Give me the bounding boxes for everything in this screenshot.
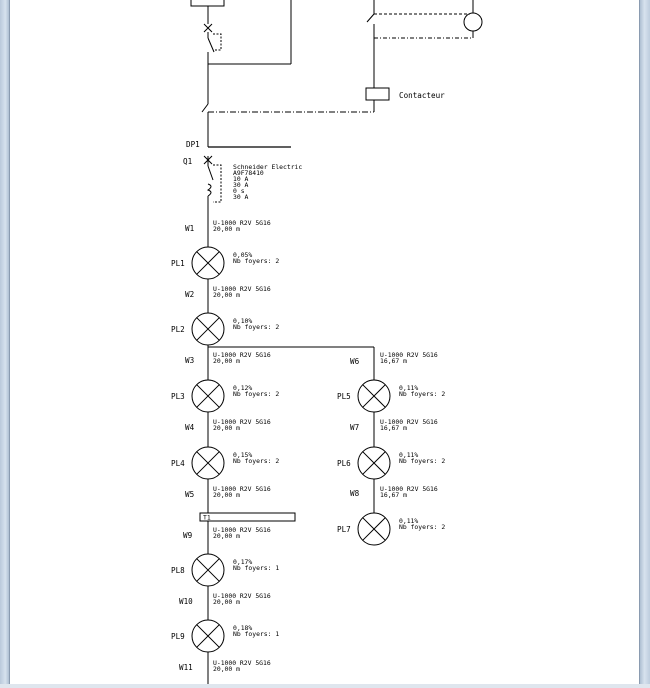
light-fixture-pl9 <box>191 619 225 653</box>
cable-length: 20,00 m <box>213 532 240 540</box>
contactor-main-contact <box>201 103 209 113</box>
cable-tag: W10 <box>179 597 193 606</box>
drawing-sheet: Contacteur DP1 Q1 Schneider Electric A9F… <box>10 0 639 688</box>
indicator-lamp <box>463 12 483 32</box>
cable-tag: W6 <box>350 357 360 366</box>
contactor-label: Contacteur <box>399 91 445 100</box>
control-contact <box>366 13 375 23</box>
window-frame-left <box>0 0 10 684</box>
breaker-trip-box <box>213 164 222 203</box>
light-voltage-drop: 0,10% <box>233 317 252 325</box>
light-voltage-drop: 0,05% <box>233 251 252 259</box>
light-fixture-pl5 <box>357 379 391 413</box>
control-circuit <box>201 0 483 147</box>
cable-length: 20,00 m <box>213 424 240 432</box>
breaker-spec-line: A9F78410 <box>233 169 264 177</box>
light-voltage-drop: 0,11% <box>399 384 418 392</box>
isolator-thermal-box <box>213 33 222 51</box>
light-fixture-pl2 <box>191 312 225 346</box>
breaker-spec-line: 30 A <box>233 181 249 189</box>
cable-spec: U-1000 R2V 5G16 <box>213 285 271 293</box>
cable-tag: W8 <box>350 489 360 498</box>
light-foyers: Nb foyers: 2 <box>233 390 279 398</box>
cable-tag: W11 <box>179 663 193 672</box>
cable-spec: U-1000 R2V 5G16 <box>380 351 438 359</box>
cable-spec: U-1000 R2V 5G16 <box>213 592 271 600</box>
light-tag: PL5 <box>337 392 351 401</box>
single-line-diagram: Contacteur DP1 Q1 Schneider Electric A9F… <box>171 0 483 688</box>
light-tag: PL9 <box>171 632 185 641</box>
light-voltage-drop: 0,17% <box>233 558 252 566</box>
breaker-tag: Q1 <box>183 157 193 166</box>
light-fixture-pl1 <box>191 246 225 280</box>
light-voltage-drop: 0,15% <box>233 451 252 459</box>
cable-spec: U-1000 R2V 5G16 <box>213 219 271 227</box>
cable-length: 16,67 m <box>380 357 407 365</box>
cable-spec: U-1000 R2V 5G16 <box>213 351 271 359</box>
light-fixture-pl6 <box>357 446 391 480</box>
light-foyers: Nb foyers: 2 <box>399 523 445 531</box>
light-voltage-drop: 0,12% <box>233 384 252 392</box>
light-fixture-pl3 <box>191 379 225 413</box>
cable-tag: W1 <box>185 224 195 233</box>
cable-tag: W2 <box>185 290 194 299</box>
light-foyers: Nb foyers: 2 <box>399 457 445 465</box>
light-tag: PL4 <box>171 459 185 468</box>
feed-source-box <box>190 0 225 7</box>
light-tag: PL2 <box>171 325 185 334</box>
light-tag: PL3 <box>171 392 185 401</box>
terminal-tag: T1 <box>203 514 211 522</box>
breaker-spec-line: 30 A <box>233 193 249 201</box>
cable-spec: U-1000 R2V 5G16 <box>213 418 271 426</box>
light-fixture-pl7 <box>357 512 391 546</box>
light-tag: PL8 <box>171 566 185 575</box>
cable-tag: W3 <box>185 356 194 365</box>
breaker-specs: Schneider Electric A9F78410 10 A 30 A 0 … <box>233 163 302 201</box>
cable-length: 20,00 m <box>213 225 240 233</box>
cable-length: 20,00 m <box>213 665 240 673</box>
incoming-feed <box>190 0 225 104</box>
cable-length: 20,00 m <box>213 491 240 499</box>
cable-length: 20,00 m <box>213 357 240 365</box>
cable-spec: U-1000 R2V 5G16 <box>213 659 271 667</box>
light-fixture-pl4 <box>191 446 225 480</box>
cable-spec: U-1000 R2V 5G16 <box>213 526 271 534</box>
breaker-spec-line: 10 A <box>233 175 249 183</box>
cable-spec: U-1000 R2V 5G16 <box>380 485 438 493</box>
light-foyers: Nb foyers: 1 <box>233 630 279 638</box>
light-foyers: Nb foyers: 2 <box>233 457 279 465</box>
light-foyers: Nb foyers: 1 <box>233 564 279 572</box>
breaker-q1 <box>203 155 222 250</box>
light-tag: PL1 <box>171 259 185 268</box>
light-foyers: Nb foyers: 2 <box>233 323 279 331</box>
light-tag: PL7 <box>337 525 351 534</box>
breaker-spec-line: Schneider Electric <box>233 163 302 171</box>
cable-spec: U-1000 R2V 5G16 <box>380 418 438 426</box>
cable-tag: W5 <box>185 490 194 499</box>
cable-tag: W4 <box>185 423 195 432</box>
cable-length: 20,00 m <box>213 291 240 299</box>
light-fixture-pl8 <box>191 553 225 587</box>
cable-spec: U-1000 R2V 5G16 <box>213 485 271 493</box>
cable-length: 16,67 m <box>380 424 407 432</box>
cable-length: 16,67 m <box>380 491 407 499</box>
panel-label: DP1 <box>186 140 200 149</box>
light-voltage-drop: 0,11% <box>399 517 418 525</box>
terminal-block <box>199 512 296 522</box>
light-voltage-drop: 0,18% <box>233 624 252 632</box>
contactor-coil <box>365 87 390 101</box>
light-foyers: Nb foyers: 2 <box>399 390 445 398</box>
breaker-spec-line: 0 s <box>233 187 245 195</box>
cable-length: 20,00 m <box>213 598 240 606</box>
light-foyers: Nb foyers: 2 <box>233 257 279 265</box>
window-frame-right[interactable] <box>639 0 650 684</box>
isolator-cross-mark <box>203 23 213 33</box>
cable-tag: W7 <box>350 423 359 432</box>
cable-tag: W9 <box>183 531 193 540</box>
light-tag: PL6 <box>337 459 351 468</box>
light-voltage-drop: 0,11% <box>399 451 418 459</box>
